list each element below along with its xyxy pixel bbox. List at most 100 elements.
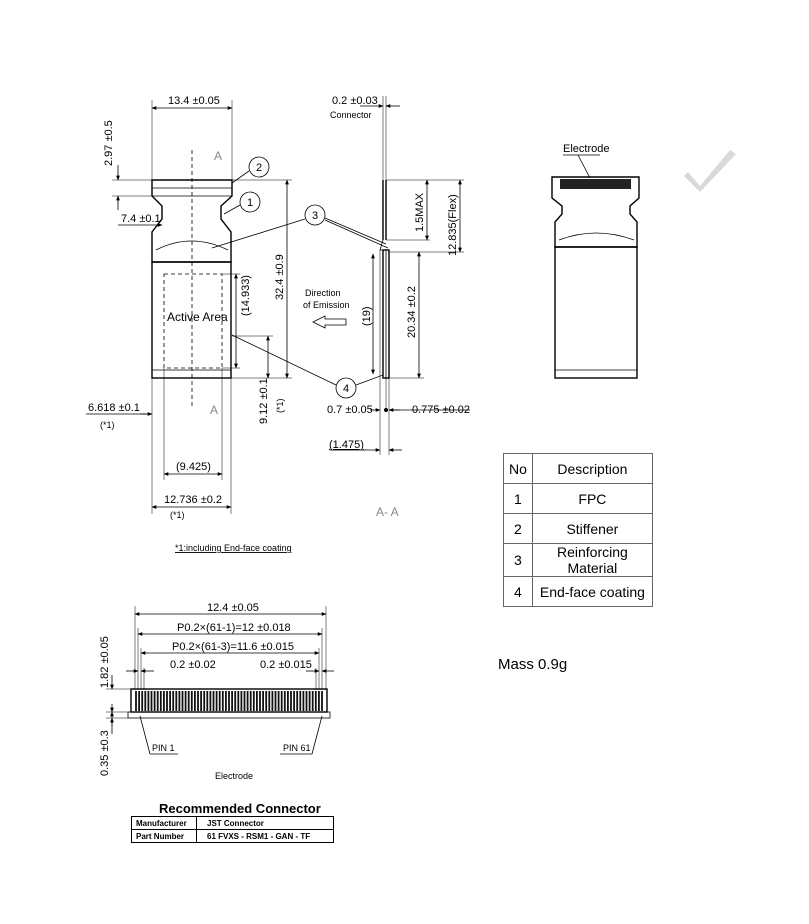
dim-active-offset-y-note: (*1) (275, 398, 285, 413)
front-view: Active Area A A 13.4 ±0.05 2.97 ±0.5 7.4… (86, 95, 292, 553)
connector-pin (240, 691, 243, 711)
dim-flex: 12.835(Flex) (447, 194, 459, 256)
table-row: Part Number 61 FVXS - RSM1 - GAN - TF (131, 829, 334, 843)
header-description: Description (531, 453, 653, 484)
direction-line2: of Emission (303, 300, 350, 310)
connector-pin (163, 691, 165, 711)
dim-active-height: (14.933) (240, 275, 252, 316)
row-no: 4 (503, 576, 533, 607)
svg-text:4: 4 (343, 383, 349, 395)
connector-pin (265, 691, 268, 711)
connector-label: Connector (330, 110, 372, 120)
connector-pin (178, 691, 181, 711)
connector-pin (314, 691, 317, 711)
callout-3: 3 (211, 204, 389, 249)
row-description: End-face coating (531, 576, 653, 607)
connector-pin (218, 691, 221, 711)
dim-panel-width-note: (*1) (170, 510, 185, 520)
connector-pin (144, 691, 147, 711)
dim-pitch-inner: P0.2×(61-3)=11.6 ±0.015 (172, 641, 294, 653)
connector-pin (200, 691, 202, 711)
dim-neck: 7.4 ±0.1 (121, 213, 161, 225)
connector-pin (246, 691, 249, 711)
connector-pin (274, 691, 277, 711)
connector-pin (153, 691, 156, 711)
connector-pin (184, 691, 187, 711)
mass-label: Mass 0.9g (498, 656, 568, 673)
active-area-label: Active Area (167, 310, 228, 324)
row-description: FPC (531, 483, 653, 514)
connector-pin (228, 691, 230, 711)
connector-pin (237, 691, 240, 711)
connector-pin (249, 691, 252, 711)
recommended-connector-table: Manufacturer JST Connector Part Number 6… (131, 816, 334, 843)
table-row: Manufacturer JST Connector (131, 816, 334, 830)
connector-pin (280, 691, 283, 711)
section-label: A- A (376, 505, 399, 519)
connector-pin (277, 691, 280, 711)
part-number-label: Part Number (131, 829, 197, 843)
connector-pin (225, 691, 227, 711)
connector-pin (299, 691, 302, 711)
dim-pitch-left: 0.2 ±0.02 (170, 659, 216, 671)
dim-0775: 0.775 ±0.02 (412, 404, 470, 416)
active-area (163, 273, 223, 369)
connector-pin (169, 691, 171, 711)
connector-pin (293, 691, 295, 711)
pin-first-label: PIN 1 (152, 743, 175, 753)
dim-panel-width: 12.736 ±0.2 (164, 494, 222, 506)
connector-pin (302, 691, 305, 711)
connector-pin (203, 691, 206, 711)
dim-total-height: 32.4 ±0.9 (274, 254, 286, 300)
dim-conn-height: 1.82 ±0.05 (99, 636, 111, 688)
dim-thickness-top: 0.2 ±0.03 (332, 95, 378, 107)
row-no: 3 (503, 543, 533, 577)
dim-19: (19) (361, 306, 373, 326)
emission-arrow (312, 315, 347, 329)
row-description: Reinforcing Material (531, 543, 653, 577)
callout-2: 2 (231, 156, 270, 184)
connector-pin (271, 691, 274, 711)
right-panel (554, 246, 638, 379)
svg-text:1: 1 (247, 197, 253, 209)
dim-pitch-right: 0.2 ±0.015 (260, 659, 312, 671)
connector-pin (296, 691, 299, 711)
callout-1: 1 (223, 191, 261, 215)
dim-active-width: (9.425) (176, 461, 211, 473)
dim-max: 1.5MAX (414, 192, 426, 232)
parts-table-header: No Description (503, 453, 653, 484)
connector-pin (234, 691, 237, 711)
dim-panel-height: 20.34 ±0.2 (406, 286, 418, 338)
connector-pin (138, 691, 140, 711)
connector-pin (311, 691, 314, 711)
connector-pin (197, 691, 199, 711)
section-mark-top: A (214, 149, 222, 163)
connector-pin (287, 691, 289, 711)
connector-pin (321, 691, 323, 711)
connector-pin (194, 691, 196, 711)
connector-pin (209, 691, 212, 711)
connector-pin (318, 691, 320, 711)
dim-07: 0.7 ±0.05 (327, 404, 373, 416)
right-view: Electrode (551, 143, 640, 379)
dim-stiffener-height: 2.97 ±0.5 (103, 120, 115, 166)
connector-pin (231, 691, 233, 711)
footnote: *1:including End-face coating (175, 543, 292, 553)
electrode-strip (560, 179, 631, 189)
section-mark-bottom: A (210, 403, 218, 417)
checkmark-icon (684, 150, 736, 192)
row-no: 2 (503, 513, 533, 544)
connector-pin (283, 691, 286, 711)
connector-pin (166, 691, 168, 711)
dim-active-offset-x: 6.618 ±0.1 (88, 402, 140, 414)
connector-pin (141, 691, 144, 711)
connector-pin (187, 691, 190, 711)
dim-pitch-total: P0.2×(61-1)=12 ±0.018 (177, 622, 291, 634)
dim-conn-total: 12.4 ±0.05 (207, 602, 259, 614)
connector-pin (305, 691, 308, 711)
dim-active-offset-x-note: (*1) (100, 420, 115, 430)
connector-pin (256, 691, 258, 711)
header-no: No (503, 453, 533, 484)
row-no: 1 (503, 483, 533, 514)
